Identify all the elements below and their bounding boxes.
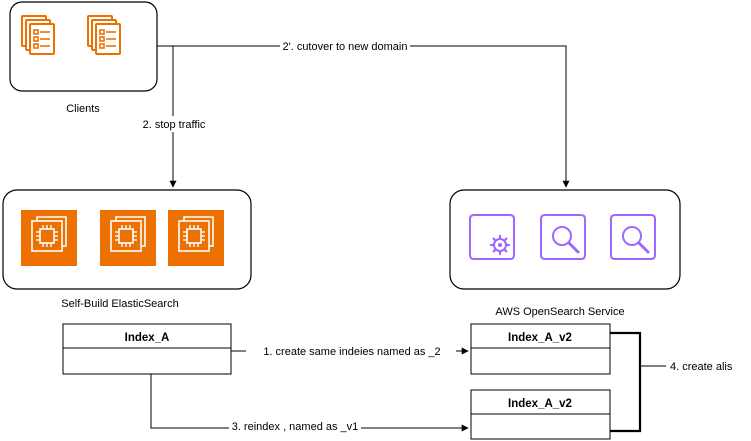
edge-reindex: 3. reindex , named as _v1	[150, 374, 469, 434]
edge-label: 2. stop traffic	[143, 119, 206, 131]
aws-opensearch-label: AWS OpenSearch Service	[495, 306, 624, 318]
aws-opensearch-node: AWS OpenSearch Service	[449, 189, 681, 318]
document-list-icon	[87, 15, 121, 55]
edge-label: 4. create alis	[670, 361, 733, 373]
table-title: Index_A	[125, 332, 170, 344]
self-build-label: Self-Build ElasticSearch	[61, 298, 178, 310]
table-title: Index_A_v2	[508, 332, 572, 344]
table-index-a-v2-top: Index_A_v2	[470, 323, 611, 375]
edge-cutover: 2'. cutover to new domain	[157, 38, 570, 188]
ec2-instance-icon	[20, 209, 78, 267]
ec2-instance-icon	[99, 209, 157, 267]
clients-label: Clients	[66, 103, 100, 115]
aws-opensearch-box	[449, 189, 681, 290]
document-list-icon	[21, 15, 55, 55]
ec2-instance-icon	[167, 209, 225, 267]
table-index-a: Index_A	[62, 323, 232, 375]
edge-create-alias: 4. create alis	[610, 331, 733, 433]
table-index-a-v2-bottom: Index_A_v2	[470, 389, 611, 440]
edge-label: 1. create same indeies named as _2	[263, 346, 440, 358]
edge-create-same: 1. create same indeies named as _2	[231, 343, 469, 359]
self-build-node: Self-Build ElasticSearch	[2, 189, 252, 310]
edge-stop-traffic: 2. stop traffic	[136, 46, 212, 188]
edge-label: 3. reindex , named as _v1	[232, 421, 359, 433]
clients-node: Clients	[9, 1, 158, 115]
table-title: Index_A_v2	[508, 398, 572, 410]
edge-label: 2'. cutover to new domain	[282, 41, 407, 53]
